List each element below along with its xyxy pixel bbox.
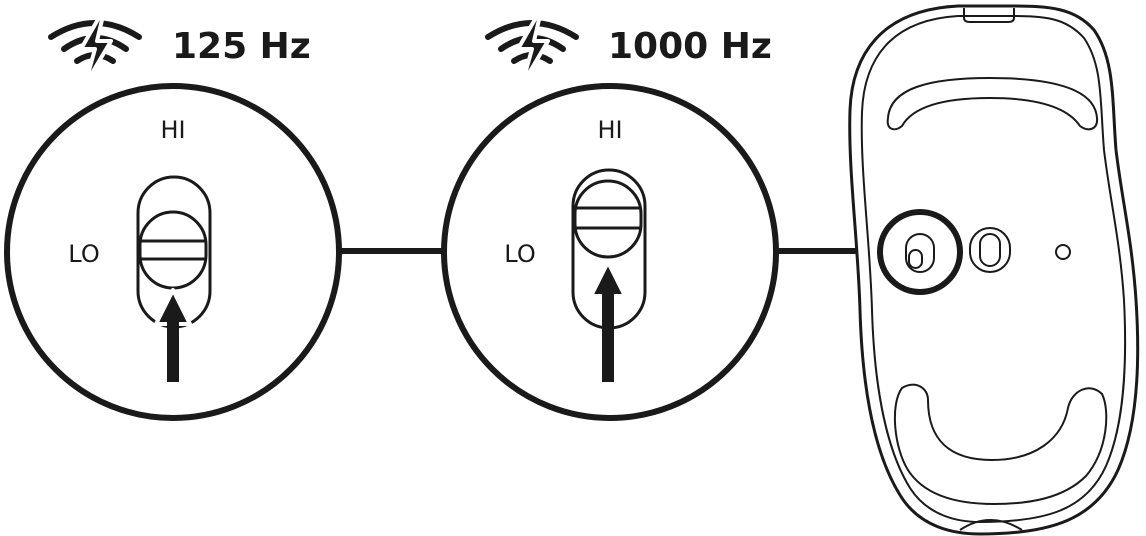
rate-label-right: 1000 Hz [608, 26, 772, 67]
switch-knob [138, 210, 208, 290]
rate-label-left: 125 Hz [172, 26, 311, 67]
switch-knob [573, 179, 643, 259]
mouse-underside-icon [848, 4, 1140, 536]
lo-label: LO [504, 240, 535, 268]
wireless-lightning-icon [51, 7, 139, 85]
wireless-lightning-icon [488, 7, 576, 85]
arrow-up-icon [154, 288, 192, 382]
switch-magnified-right: HI LO [441, 83, 779, 421]
rate-header-right: 1000 Hz [488, 7, 772, 85]
arrow-up-icon [589, 260, 627, 382]
hi-label: HI [160, 116, 185, 144]
hi-label: HI [597, 116, 622, 144]
rate-header-left: 125 Hz [51, 7, 311, 85]
lo-label: LO [68, 240, 99, 268]
sensor-dot [1055, 244, 1071, 260]
switch-magnified-left: HI LO [4, 83, 342, 421]
